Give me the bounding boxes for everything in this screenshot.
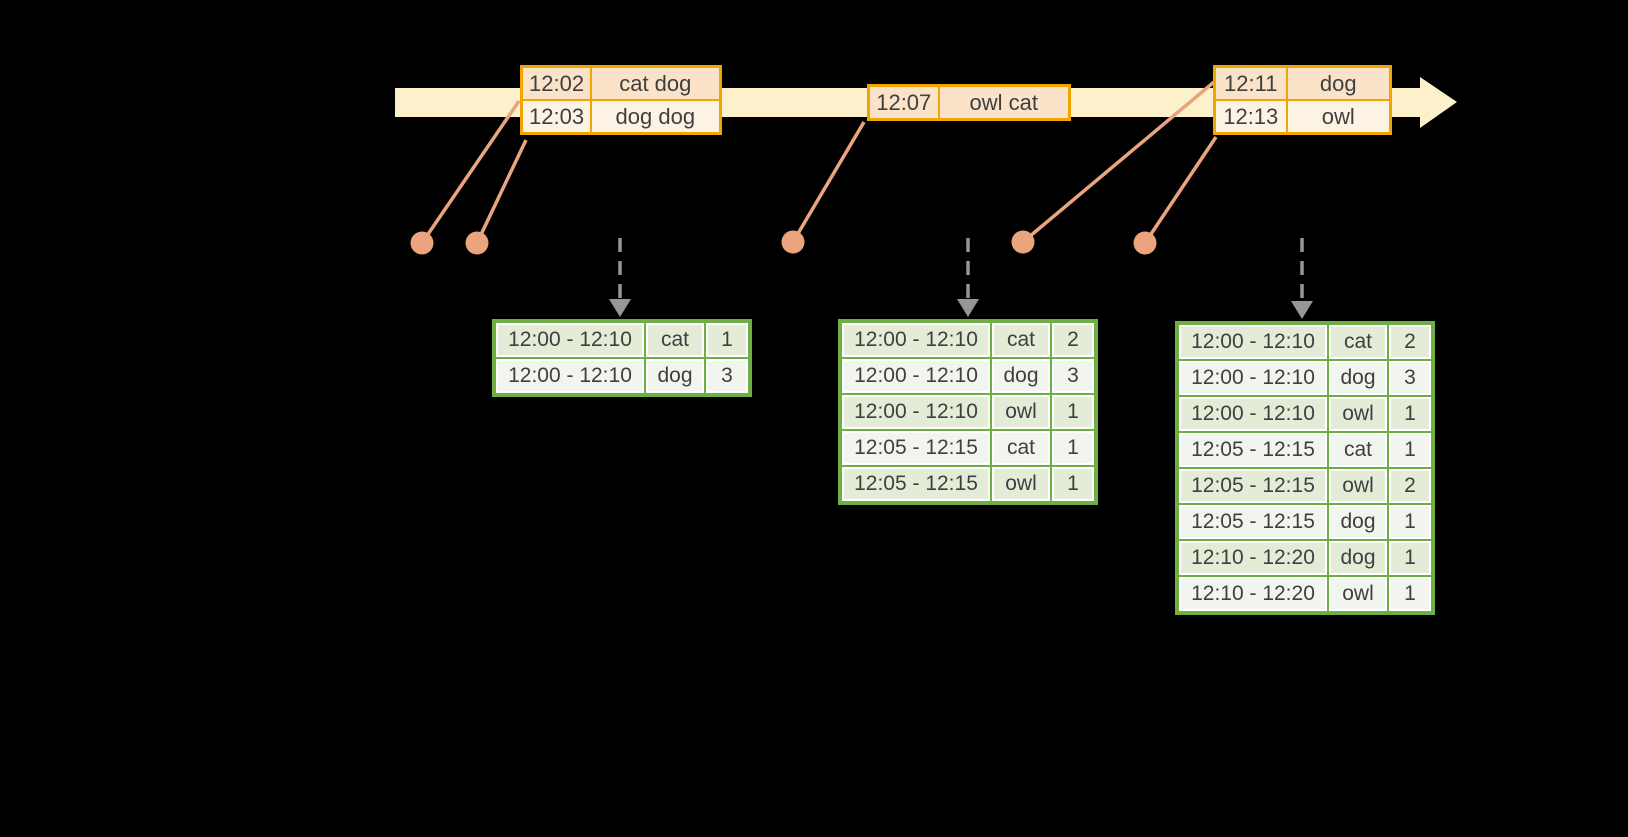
result-count: 1 xyxy=(1389,433,1431,467)
result-table-2: 12:00 - 12:10 cat 2 12:00 - 12:10 dog 3 … xyxy=(838,319,1098,505)
result-count: 1 xyxy=(1389,541,1431,575)
event-row: 12:13 owl xyxy=(1213,99,1392,135)
event-words: owl cat xyxy=(937,84,1071,121)
result-row: 12:05 - 12:15 owl 1 xyxy=(842,467,1094,501)
result-row: 12:10 - 12:20 owl 1 xyxy=(1179,577,1431,611)
result-count: 1 xyxy=(1389,397,1431,431)
result-word: cat xyxy=(992,431,1050,465)
event-marker-dot xyxy=(781,230,805,254)
event-link-line xyxy=(475,139,528,244)
event-marker-dots xyxy=(410,230,1157,255)
result-count: 1 xyxy=(1052,395,1094,429)
event-words: cat dog xyxy=(590,65,722,101)
trigger-arrow-icon xyxy=(957,238,979,317)
result-count: 2 xyxy=(1389,469,1431,503)
result-window: 12:10 - 12:20 xyxy=(1179,541,1327,575)
result-word: cat xyxy=(1329,433,1387,467)
result-count: 2 xyxy=(1052,323,1094,357)
result-row: 12:00 - 12:10 cat 2 xyxy=(1179,325,1431,359)
event-words: dog xyxy=(1285,65,1392,101)
event-marker-dot xyxy=(410,231,434,255)
result-word: dog xyxy=(646,359,704,393)
event-time: 12:11 xyxy=(1213,65,1288,101)
result-count: 2 xyxy=(1389,325,1431,359)
result-window: 12:05 - 12:15 xyxy=(1179,469,1327,503)
result-word: owl xyxy=(992,467,1050,501)
result-row: 12:10 - 12:20 dog 1 xyxy=(1179,541,1431,575)
result-word: owl xyxy=(1329,397,1387,431)
result-window: 12:05 - 12:15 xyxy=(1179,505,1327,539)
result-word: dog xyxy=(1329,361,1387,395)
result-row: 12:00 - 12:10 dog 3 xyxy=(842,359,1094,393)
result-word: owl xyxy=(992,395,1050,429)
event-link-line xyxy=(1143,136,1218,244)
result-count: 3 xyxy=(1052,359,1094,393)
result-word: owl xyxy=(1329,577,1387,611)
result-count: 1 xyxy=(1389,577,1431,611)
event-marker-dot xyxy=(1133,231,1157,255)
result-window: 12:00 - 12:10 xyxy=(842,359,990,393)
result-window: 12:00 - 12:10 xyxy=(842,323,990,357)
result-window: 12:05 - 12:15 xyxy=(1179,433,1327,467)
result-count: 1 xyxy=(706,323,748,357)
event-words: owl xyxy=(1285,99,1392,135)
event-time: 12:03 xyxy=(520,99,593,135)
event-marker-dot xyxy=(465,231,489,255)
result-window: 12:00 - 12:10 xyxy=(1179,325,1327,359)
result-table-1: 12:00 - 12:10 cat 1 12:00 - 12:10 dog 3 xyxy=(492,319,752,397)
result-row: 12:05 - 12:15 owl 2 xyxy=(1179,469,1431,503)
event-link-line xyxy=(791,121,866,243)
result-window: 12:00 - 12:10 xyxy=(1179,397,1327,431)
result-row: 12:00 - 12:10 owl 1 xyxy=(1179,397,1431,431)
result-row: 12:00 - 12:10 dog 3 xyxy=(496,359,748,393)
result-window: 12:00 - 12:10 xyxy=(496,323,644,357)
event-words: dog dog xyxy=(590,99,722,135)
trigger-arrow-icon xyxy=(1291,238,1313,319)
result-count: 3 xyxy=(1389,361,1431,395)
event-link-line xyxy=(420,100,521,244)
result-count: 1 xyxy=(1052,467,1094,501)
result-count: 1 xyxy=(1052,431,1094,465)
result-word: dog xyxy=(1329,505,1387,539)
result-word: cat xyxy=(1329,325,1387,359)
result-word: cat xyxy=(646,323,704,357)
result-window: 12:05 - 12:15 xyxy=(842,467,990,501)
trigger-arrows xyxy=(609,238,1313,319)
result-row: 12:00 - 12:10 cat 2 xyxy=(842,323,1094,357)
timeline-arrowhead-icon xyxy=(1420,77,1457,128)
result-table-3: 12:00 - 12:10 cat 2 12:00 - 12:10 dog 3 … xyxy=(1175,321,1435,615)
event-row: 12:03 dog dog xyxy=(520,99,722,135)
result-window: 12:00 - 12:10 xyxy=(842,395,990,429)
result-word: dog xyxy=(992,359,1050,393)
event-time: 12:13 xyxy=(1213,99,1288,135)
result-word: owl xyxy=(1329,469,1387,503)
result-window: 12:10 - 12:20 xyxy=(1179,577,1327,611)
event-link-line xyxy=(1021,80,1216,244)
result-word: dog xyxy=(1329,541,1387,575)
result-window: 12:00 - 12:10 xyxy=(496,359,644,393)
result-count: 3 xyxy=(706,359,748,393)
event-table-1: 12:02 cat dog 12:03 dog dog xyxy=(520,65,722,135)
event-table-3: 12:11 dog 12:13 owl xyxy=(1213,65,1392,135)
result-row: 12:05 - 12:15 cat 1 xyxy=(842,431,1094,465)
result-row: 12:05 - 12:15 cat 1 xyxy=(1179,433,1431,467)
result-row: 12:00 - 12:10 dog 3 xyxy=(1179,361,1431,395)
trigger-arrow-icon xyxy=(609,238,631,317)
event-time: 12:07 xyxy=(867,84,940,121)
event-table-2: 12:07 owl cat xyxy=(867,84,1071,121)
event-marker-dot xyxy=(1011,230,1035,254)
event-row: 12:11 dog xyxy=(1213,65,1392,101)
event-row: 12:02 cat dog xyxy=(520,65,722,101)
result-window: 12:00 - 12:10 xyxy=(1179,361,1327,395)
result-count: 1 xyxy=(1389,505,1431,539)
result-row: 12:00 - 12:10 owl 1 xyxy=(842,395,1094,429)
result-word: cat xyxy=(992,323,1050,357)
event-time: 12:02 xyxy=(520,65,593,101)
result-row: 12:05 - 12:15 dog 1 xyxy=(1179,505,1431,539)
event-row: 12:07 owl cat xyxy=(867,84,1071,121)
result-window: 12:05 - 12:15 xyxy=(842,431,990,465)
event-link-lines xyxy=(420,80,1218,244)
result-row: 12:00 - 12:10 cat 1 xyxy=(496,323,748,357)
